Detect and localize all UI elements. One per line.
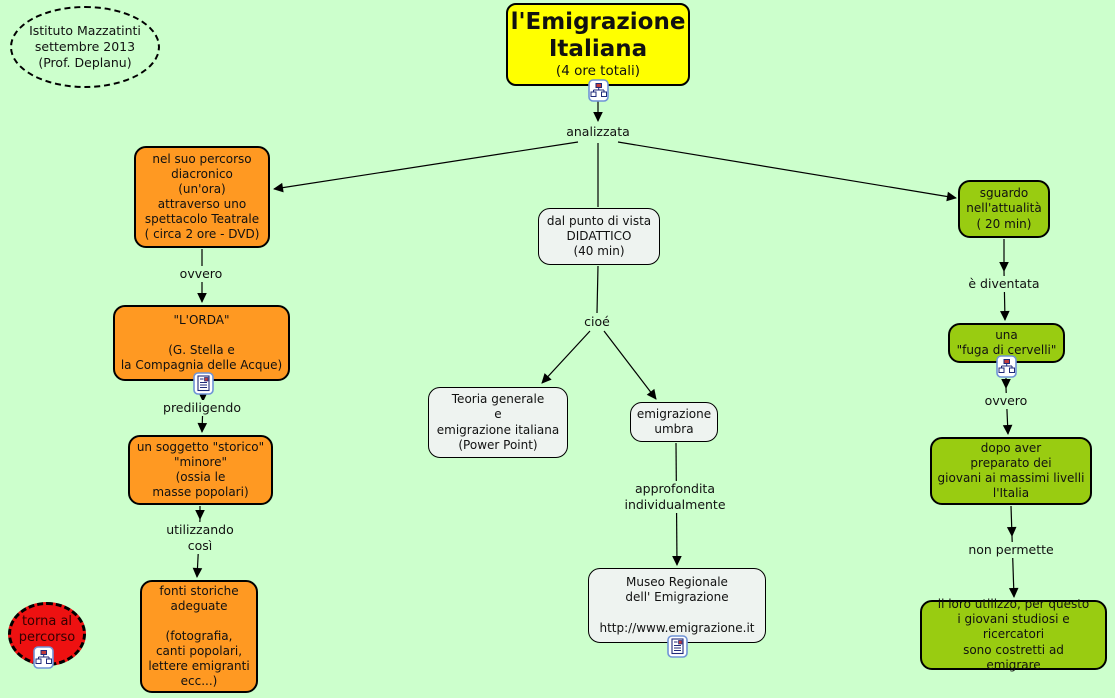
link-label-non-permette: non permette <box>965 542 1057 558</box>
link-label-utilizzando: utilizzando così <box>163 522 237 554</box>
node-museo-emigrazione[interactable]: Museo Regionale dell' Emigrazione http:/… <box>588 568 766 643</box>
link-label-approfondita: approfondita individualmente <box>621 481 729 513</box>
link-label-cioe: cioé <box>581 314 613 330</box>
node-emigrazione-umbra[interactable]: emigrazione umbra <box>630 402 718 442</box>
link-label-ovvero-right: ovvero <box>981 393 1031 409</box>
sitemap-icon[interactable] <box>588 79 609 102</box>
sitemap-icon[interactable] <box>996 355 1017 378</box>
node-dopo-aver-preparato[interactable]: dopo aver preparato dei giovani ai massi… <box>930 437 1092 505</box>
node-fonti-storiche[interactable]: fonti storiche adeguate (fotografia, can… <box>140 580 258 693</box>
node-lorda[interactable]: "L'ORDA" (G. Stella e la Compagnia delle… <box>113 305 290 381</box>
link-label-ovvero-left: ovvero <box>176 266 226 282</box>
node-didattico[interactable]: dal punto di vista DIDATTICO (40 min) <box>538 208 660 265</box>
node-teoria-generale[interactable]: Teoria generale e emigrazione italiana (… <box>428 387 568 458</box>
link-label-analizzata: analizzata <box>563 124 633 140</box>
node-soggetto-storico[interactable]: un soggetto "storico" "minore" (ossia le… <box>128 435 273 505</box>
title-node[interactable]: l'Emigrazione Italiana (4 ore totali) <box>506 3 690 86</box>
title-subtitle: (4 ore totali) <box>555 62 641 79</box>
page-title: l'Emigrazione Italiana <box>510 9 686 62</box>
sitemap-icon[interactable] <box>33 646 54 669</box>
link-label-e-diventata: è diventata <box>965 276 1043 292</box>
node-costretti-ad-emigrare[interactable]: il loro utilizzo, per questo i giovani s… <box>920 597 1107 672</box>
credits-ellipse: Istituto Mazzatinti settembre 2013 (Prof… <box>10 6 160 88</box>
node-sguardo-attualita[interactable]: sguardo nell'attualità ( 20 min) <box>958 180 1050 238</box>
link-label-prediligendo: prediligendo <box>160 400 244 416</box>
document-icon[interactable] <box>193 372 214 395</box>
node-percorso-diacronico[interactable]: nel suo percorso diacronico (un'ora) att… <box>134 146 270 248</box>
document-icon[interactable] <box>667 635 688 658</box>
